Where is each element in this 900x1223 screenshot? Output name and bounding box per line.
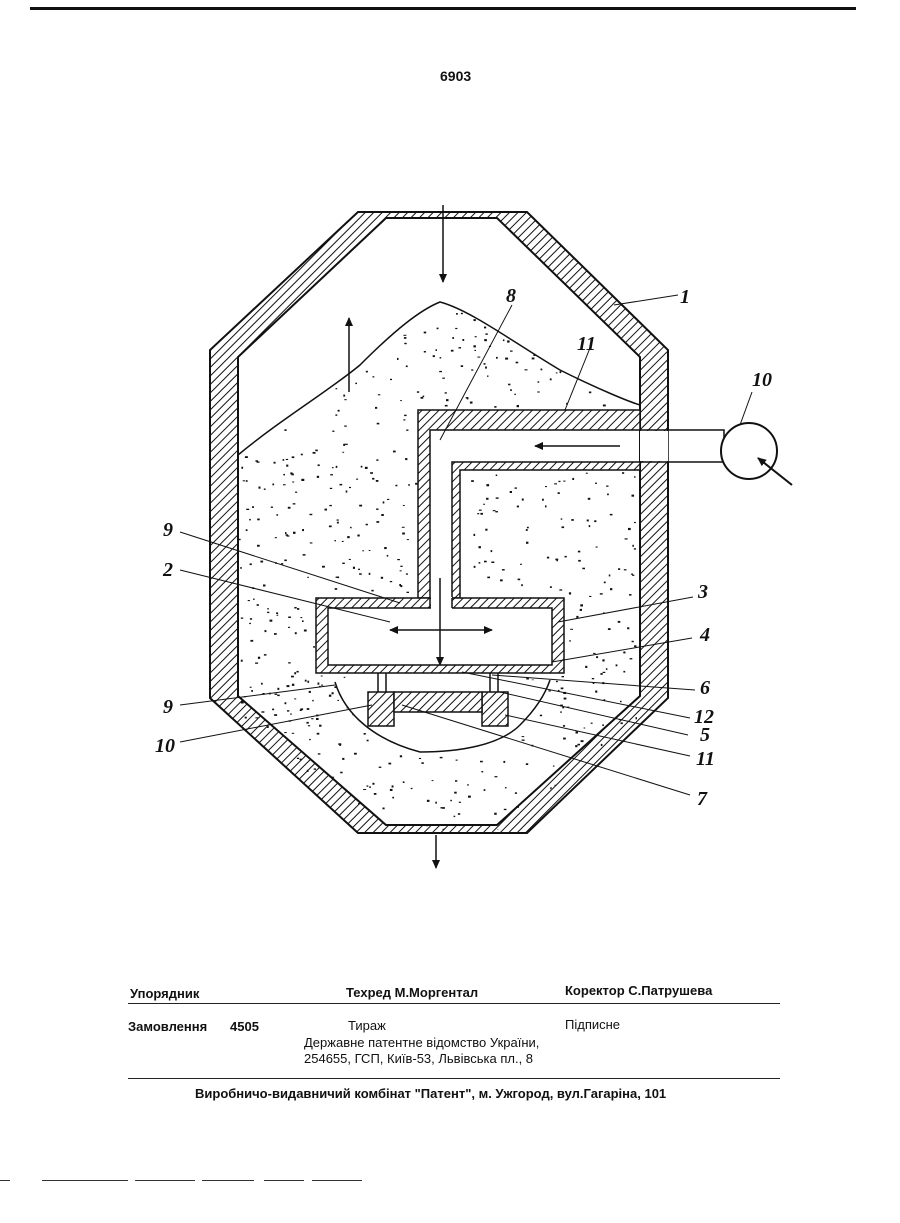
- bed-surface: [238, 302, 640, 455]
- footer-rule-2: [128, 1078, 780, 1079]
- bottom-dash-2: [42, 1180, 128, 1181]
- pipe-inner-wall: [452, 462, 640, 598]
- footer-rule-1: [128, 1003, 780, 1004]
- bottom-dash-5: [264, 1180, 304, 1181]
- bottom-dash-1: [0, 1180, 10, 1181]
- label-9-upper: 9: [163, 519, 173, 541]
- label-3: 3: [697, 581, 708, 603]
- corrector: Коректор С.Патрушева: [565, 983, 712, 998]
- techred: Техред М.Моргентал: [346, 985, 478, 1000]
- pipe-outside: [668, 430, 724, 462]
- label-11-bottom: 11: [696, 748, 715, 770]
- label-8: 8: [506, 285, 516, 307]
- nozzle-right: [482, 692, 508, 726]
- label-10-blower: 10: [752, 369, 772, 391]
- office-line-1: Державне патентне відомство України,: [304, 1035, 539, 1050]
- label-2: 2: [162, 559, 173, 581]
- bottom-dash-3: [135, 1180, 195, 1181]
- order-label: Замовлення: [128, 1019, 207, 1034]
- bottom-dash-6: [312, 1180, 362, 1181]
- blower-circle: [721, 423, 777, 479]
- label-9-lower: 9: [163, 696, 173, 718]
- label-11-top: 11: [577, 333, 596, 355]
- label-5: 5: [700, 724, 710, 746]
- printer-line: Виробничо-видавничий комбінат "Патент", …: [195, 1086, 666, 1101]
- circulation-label: Тираж: [348, 1018, 386, 1033]
- crossbar: [394, 692, 482, 712]
- label-7: 7: [697, 788, 708, 810]
- office-line-2: 254655, ГСП, Київ-53, Львівська пл., 8: [304, 1051, 533, 1066]
- nozzle-left: [368, 692, 394, 726]
- label-4: 4: [699, 624, 710, 646]
- label-1: 1: [680, 286, 690, 308]
- order-number: 4505: [230, 1019, 259, 1034]
- bottom-dash-4: [202, 1180, 254, 1181]
- subscription-label: Підписне: [565, 1017, 620, 1032]
- label-6: 6: [700, 677, 710, 699]
- compiler-label: Упорядник: [130, 986, 199, 1001]
- label-10-lower: 10: [155, 735, 175, 757]
